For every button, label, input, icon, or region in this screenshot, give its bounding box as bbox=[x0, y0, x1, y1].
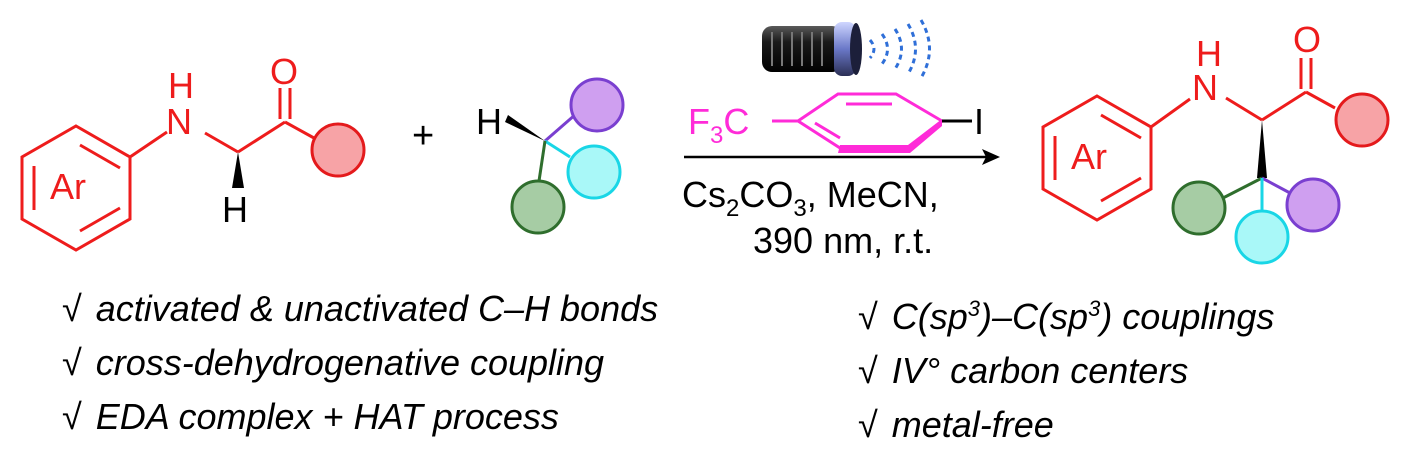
features-list-left: √ activated & unactivated C–H bonds √ cros… bbox=[62, 282, 658, 444]
ring-double-bond bbox=[79, 143, 121, 170]
features-list-right: √ C(sp3)–C(sp3) couplings √ IV° carbon cen… bbox=[858, 282, 1274, 452]
feature-item: √ activated & unactivated C–H bonds bbox=[62, 282, 658, 336]
feature-item: √ C(sp3)–C(sp3) couplings bbox=[858, 282, 1274, 344]
cyan-substituent bbox=[566, 144, 622, 200]
n-ch-bond bbox=[204, 131, 239, 154]
reactant-amine bbox=[20, 88, 315, 252]
check-mark: √ bbox=[858, 350, 878, 391]
ring-label: Ar bbox=[1071, 136, 1107, 177]
carbonyl-oxygen: O bbox=[1293, 19, 1321, 60]
check-mark: √ bbox=[62, 288, 82, 329]
reaction-scheme: Ar H N O H + H bbox=[20, 19, 1390, 265]
c-green-bond bbox=[1222, 176, 1263, 200]
c-purple-bond bbox=[544, 112, 577, 143]
conditions-line1: Cs2CO3, MeCN, bbox=[682, 174, 939, 222]
green-substituent bbox=[510, 179, 566, 235]
feature-text: cross-dehydrogenative coupling bbox=[95, 342, 605, 383]
cf3-group: F3C bbox=[688, 101, 749, 149]
wedge-bond bbox=[505, 115, 545, 141]
aryl-double-bond bbox=[814, 121, 841, 140]
feature-item: √ cross-dehydrogenative coupling bbox=[62, 336, 658, 390]
plus-sign: + bbox=[412, 115, 434, 157]
nh-hydrogen: H bbox=[1196, 33, 1222, 74]
alpha-hydrogen: H bbox=[222, 189, 248, 230]
feature-text: metal-free bbox=[891, 404, 1054, 445]
feature-item: √ IV° carbon centers bbox=[858, 344, 1274, 398]
pink-substituent bbox=[1334, 92, 1390, 148]
c-n-bond bbox=[1150, 97, 1191, 129]
ring-double-bond bbox=[1100, 113, 1142, 140]
light-waves bbox=[868, 19, 931, 79]
iodine-label: I bbox=[974, 101, 984, 142]
ring-double-bond bbox=[1100, 176, 1142, 203]
hydrogen-label: H bbox=[476, 101, 502, 142]
ring-label: Ar bbox=[50, 166, 86, 207]
check-mark: √ bbox=[62, 396, 82, 437]
c-r-bond bbox=[284, 120, 315, 140]
ch-c-bond bbox=[237, 120, 286, 154]
pink-substituent bbox=[310, 122, 366, 178]
carbonyl-oxygen: O bbox=[270, 51, 298, 92]
check-mark: √ bbox=[62, 342, 82, 383]
nh-hydrogen: H bbox=[168, 65, 194, 106]
conditions-line2: 390 nm, r.t. bbox=[753, 220, 933, 261]
wedge-bond bbox=[232, 152, 244, 188]
nh-nitrogen: N bbox=[166, 101, 192, 142]
feature-item: √ EDA complex + HAT process bbox=[62, 390, 658, 444]
c-green-bond bbox=[537, 140, 547, 182]
c-n-bond bbox=[129, 130, 168, 159]
arrow-head bbox=[982, 149, 1000, 165]
reactant-alkane bbox=[537, 112, 577, 182]
product-molecule bbox=[1041, 58, 1336, 222]
aryl-ring-bold-edge bbox=[838, 119, 942, 153]
purple-substituent bbox=[569, 77, 625, 133]
c-c-bond bbox=[1261, 90, 1307, 122]
check-mark: √ bbox=[858, 296, 878, 337]
feature-text: C(sp3)–C(sp3) couplings bbox=[891, 296, 1275, 337]
feature-text: EDA complex + HAT process bbox=[95, 396, 559, 437]
purple-substituent bbox=[1285, 177, 1341, 233]
green-substituent bbox=[1171, 180, 1227, 236]
c-r-bond bbox=[1305, 90, 1336, 110]
n-c-bond bbox=[1225, 96, 1263, 122]
ring-double-bond bbox=[79, 206, 121, 233]
nh-nitrogen: N bbox=[1192, 67, 1218, 108]
feature-text: activated & unactivated C–H bonds bbox=[95, 288, 659, 329]
c-purple-bond bbox=[1261, 176, 1291, 195]
c-cyan-bond bbox=[544, 139, 571, 159]
cyan-substituent bbox=[1234, 209, 1290, 265]
feature-item: √ metal-free bbox=[858, 398, 1274, 452]
wedge-bond bbox=[1257, 120, 1267, 178]
feature-text: IV° carbon centers bbox=[891, 350, 1189, 391]
lamp-icon bbox=[762, 19, 931, 79]
check-mark: √ bbox=[858, 404, 878, 445]
